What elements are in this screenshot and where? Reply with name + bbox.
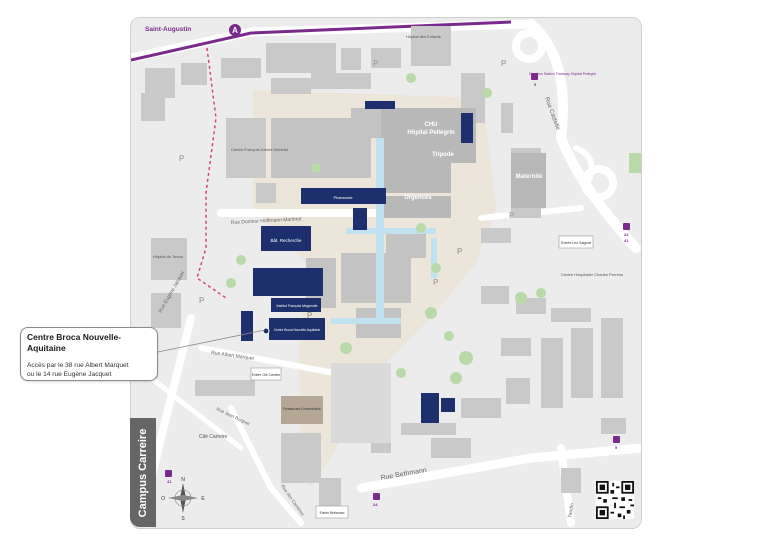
svg-text:41: 41 — [624, 238, 629, 243]
entrance-leo-box — [558, 235, 594, 249]
qr-code[interactable] — [596, 481, 634, 519]
parking-markers: P P P P P P P P — [179, 59, 515, 320]
label-hopital-pellegrin: Hôpital Pellegrin — [407, 130, 455, 136]
chu-complex — [376, 108, 476, 218]
campus-map: A Saint-Augustin — [130, 17, 642, 529]
label-maternite: Maternité — [516, 174, 543, 180]
label-hopital-tondu: Hôpital du Tondu — [153, 254, 183, 259]
svg-text:P: P — [307, 311, 313, 320]
green-spaces — [226, 73, 641, 384]
compass-icon: N S E O — [161, 477, 205, 522]
svg-text:P: P — [433, 278, 439, 287]
label-tripode: Tripode — [432, 152, 454, 158]
callout-address-line2: ou le 14 rue Eugène Jacquet — [27, 371, 112, 378]
building-restaurant — [281, 396, 323, 424]
label-hopital-enfants: Hôpital des Enfants — [406, 34, 441, 39]
svg-text:41: 41 — [167, 479, 172, 484]
callout-title: Centre Broca Nouvelle-Aquitaine — [27, 332, 121, 353]
bus-stop-icon[interactable] — [165, 73, 630, 500]
label-chu: CHU — [425, 122, 438, 128]
svg-text:N: N — [181, 477, 185, 483]
entrance-leo: Entrée Léo Saignat — [561, 241, 591, 245]
label-urgences: Urgences — [404, 195, 432, 201]
navy-buildings — [241, 101, 455, 423]
label-magendie: Institut François Magendie — [276, 304, 317, 308]
callout-address-line1: Accès par le 38 rue Albert Marquet — [27, 362, 129, 369]
label-restaurant: Restaurant Universitaire — [283, 407, 321, 411]
label-cite-carreire: Cité Carreire — [199, 434, 228, 440]
svg-text:P: P — [179, 154, 185, 163]
campus-name-tab: Campus Carreire — [130, 418, 156, 527]
label-pharmacie: Pharmacie — [333, 195, 353, 200]
svg-text:24: 24 — [373, 502, 378, 507]
label-bat-recherche: Bât. Recherche — [270, 238, 302, 243]
hospital-wings — [271, 108, 426, 338]
label-broca-small: Centre Broca Nouvelle-Aquitaine — [274, 328, 321, 332]
tram-line-letter: A — [232, 26, 238, 35]
broca-location-marker[interactable] — [262, 327, 270, 335]
label-direction-tram: Direction Station Tramway Hôpital Pelleg… — [529, 72, 596, 76]
bus-line-labels: 9 24 41 9 24 41 — [167, 82, 629, 507]
svg-text:24: 24 — [624, 232, 629, 237]
broca-callout: Centre Broca Nouvelle-Aquitaine Accès pa… — [20, 327, 158, 381]
svg-text:E: E — [201, 496, 205, 502]
svg-text:S: S — [181, 516, 185, 522]
svg-text:P: P — [199, 296, 205, 305]
parking-lot — [331, 363, 391, 443]
label-michelet: Centre François-Xavier Michelet — [231, 147, 289, 152]
entrance-cite-box — [250, 367, 282, 381]
entrance-cite: Entrée Cité Carreire — [252, 373, 281, 377]
street-hoffmann: Rue Docteur Hoffmann Martinot — [231, 216, 302, 226]
street-taudin: Taudin — [567, 503, 576, 519]
walkways — [331, 138, 437, 324]
svg-text:P: P — [501, 59, 507, 68]
svg-text:P: P — [373, 59, 379, 68]
tram-line — [131, 20, 512, 62]
entrance-bethmann: Entrée Bethmann — [320, 511, 345, 515]
svg-text:P: P — [457, 247, 463, 256]
svg-text:9: 9 — [534, 82, 537, 87]
label-perrens: Centre Hospitalier Charles Perrens — [561, 272, 623, 277]
svg-text:P: P — [509, 211, 515, 220]
roundabout-east — [581, 165, 617, 201]
campus-name: Campus Carreire — [137, 428, 149, 517]
svg-text:9: 9 — [615, 445, 618, 450]
roundabout-north — [512, 29, 546, 63]
svg-text:O: O — [161, 496, 165, 502]
building-maternite — [511, 153, 546, 208]
tram-stop-label: Saint-Augustin — [145, 26, 191, 33]
tram-stop-marker[interactable] — [229, 24, 241, 36]
entrance-bethmann-box — [315, 505, 349, 519]
